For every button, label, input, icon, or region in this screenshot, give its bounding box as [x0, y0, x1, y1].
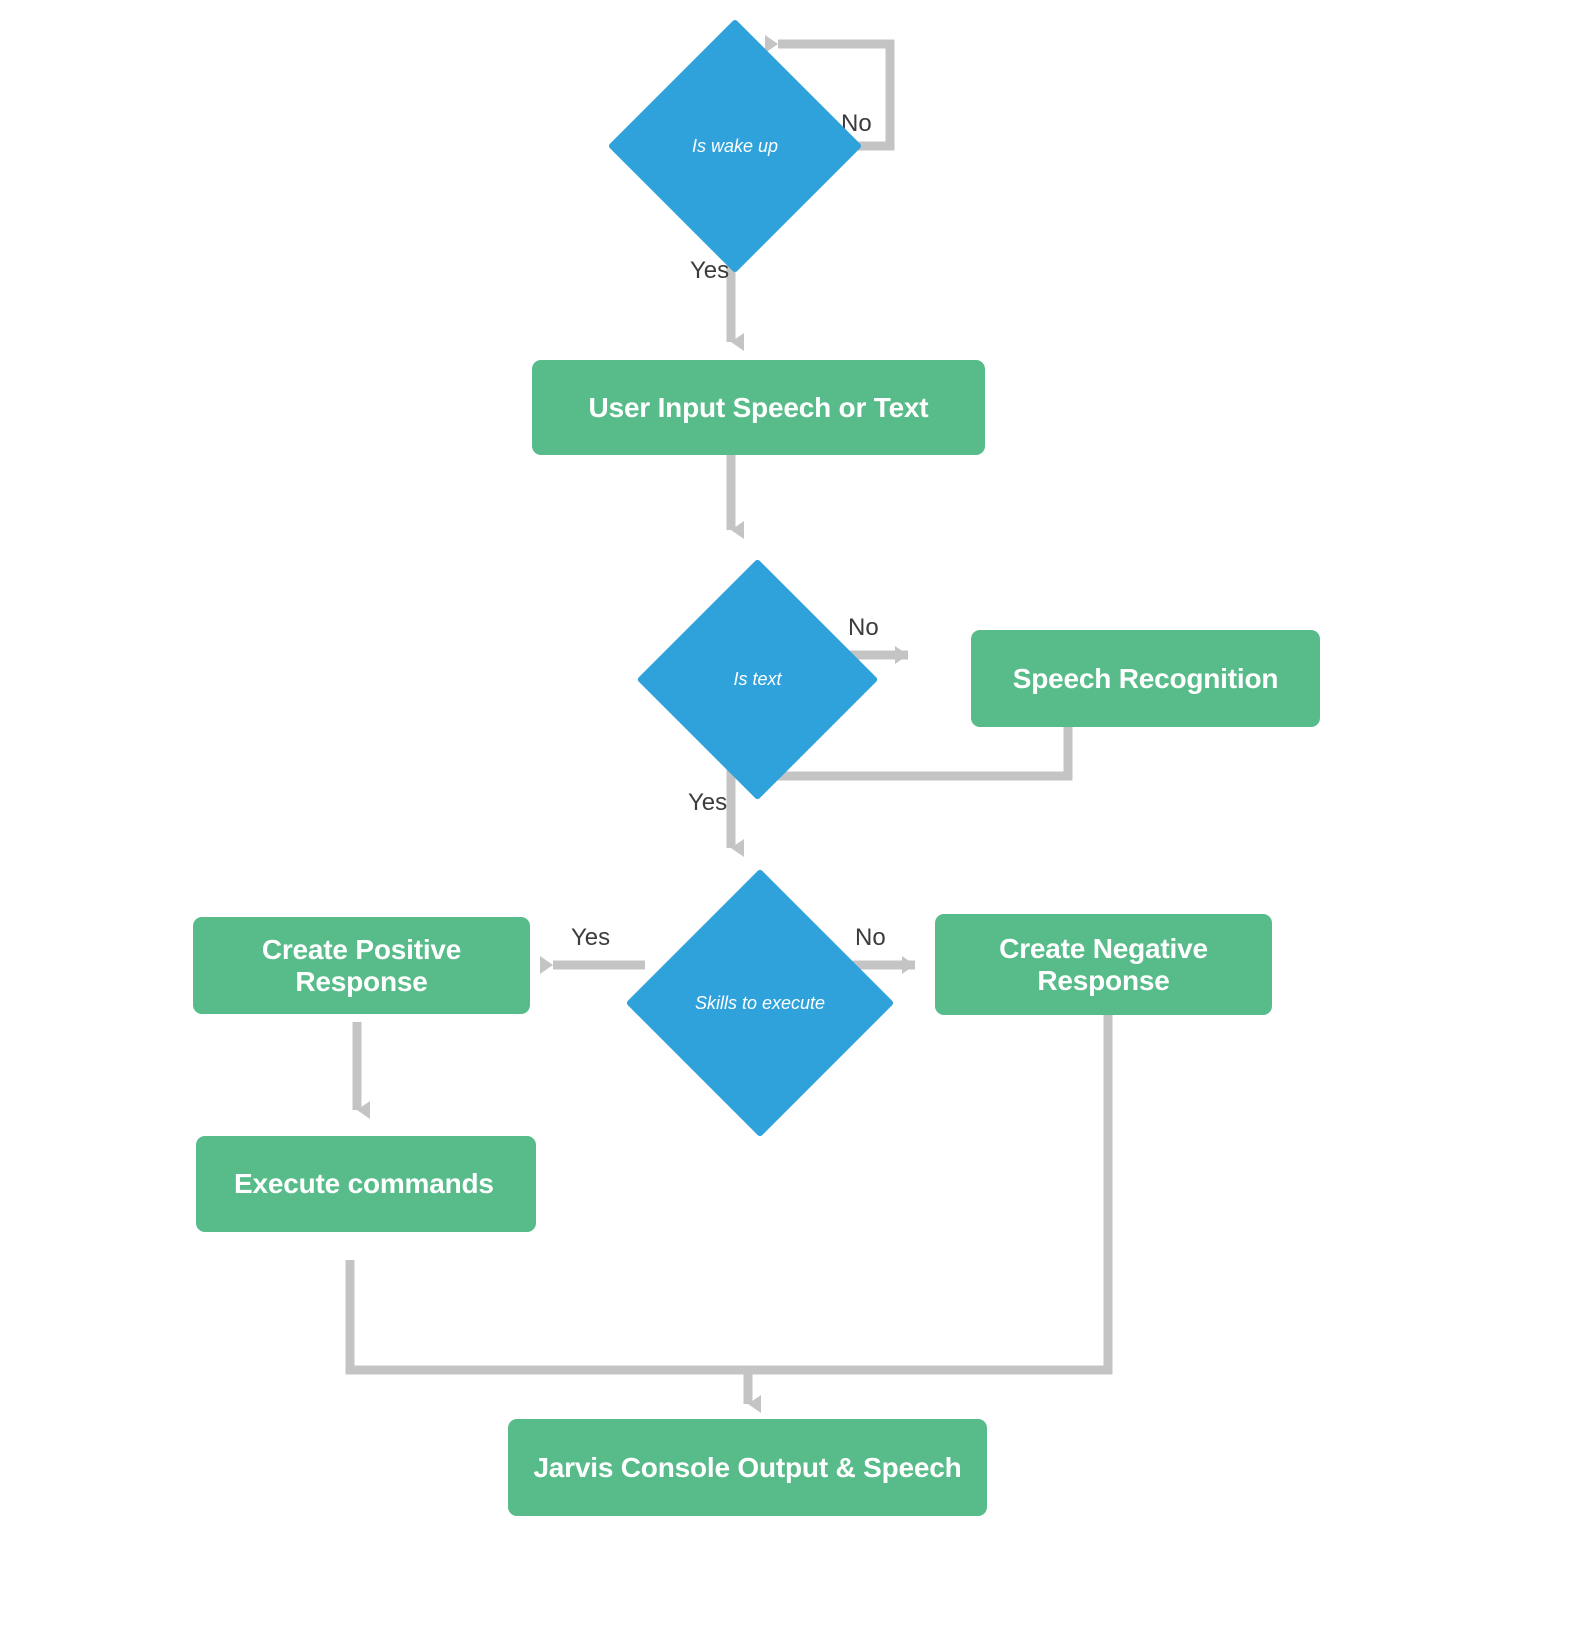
- process-create-positive-response[interactable]: Create Positive Response: [193, 917, 530, 1014]
- edge-execute-to-merge: [345, 1260, 748, 1375]
- process-execute-commands[interactable]: Execute commands: [196, 1136, 536, 1232]
- decision-is-wake-up[interactable]: Is wake up: [607, 18, 863, 274]
- process-speech-recognition[interactable]: Speech Recognition: [971, 630, 1320, 727]
- process-label: Execute commands: [234, 1168, 494, 1199]
- edge-label-skills-no: No: [855, 924, 886, 951]
- process-label: Jarvis Console Output & Speech: [533, 1451, 962, 1483]
- process-jarvis-console-output-speech[interactable]: Jarvis Console Output & Speech: [508, 1419, 987, 1516]
- edge-wake-no: [765, 35, 895, 151]
- process-label: User Input Speech or Text: [588, 391, 929, 423]
- decision-is-text[interactable]: Is text: [636, 558, 879, 801]
- edge-speech-return: [752, 727, 1073, 785]
- edge-label-istext-yes: Yes: [688, 789, 728, 816]
- edge-label-istext-no: No: [848, 614, 879, 641]
- decision-label: Is wake up: [691, 135, 779, 156]
- edge-label-skills-yes: Yes: [571, 924, 611, 951]
- process-create-negative-response[interactable]: Create Negative Response: [935, 914, 1272, 1015]
- edge-negative-to-merge: [748, 1015, 1113, 1375]
- decision-label: Is text: [733, 669, 782, 689]
- process-label: Create Negative Response: [999, 932, 1208, 996]
- decision-label: Skills to execute: [694, 992, 826, 1013]
- process-label: Create Positive Response: [261, 933, 462, 997]
- decision-skills-to-execute[interactable]: Skills to execute: [625, 868, 895, 1138]
- process-user-input-speech-or-text[interactable]: User Input Speech or Text: [532, 360, 985, 455]
- process-label: Speech Recognition: [1012, 662, 1279, 694]
